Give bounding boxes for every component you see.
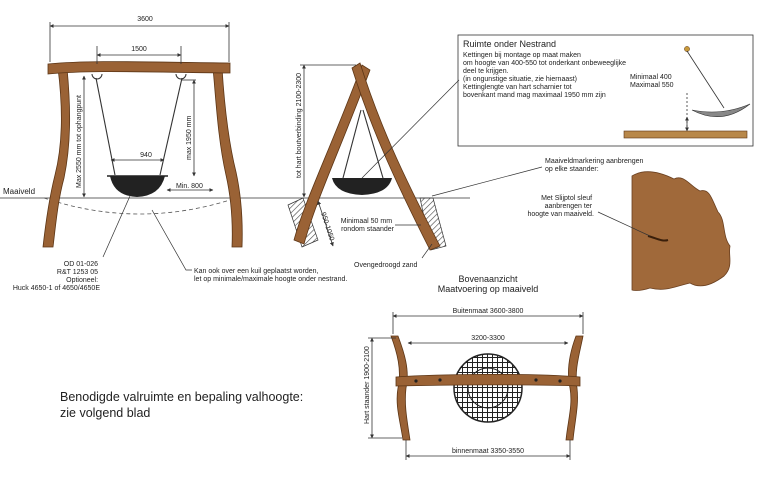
info-box: Ruimte onder Nestrand Kettingen bij mont… <box>361 34 754 179</box>
side-view: tot hart boutverbinding 2100-2300 950-10… <box>262 62 470 269</box>
fall-space-note: Benodigde valruimte en bepaling valhoogt… <box>60 390 307 420</box>
pivot-point <box>684 46 690 52</box>
ground-board <box>623 130 748 139</box>
dim-width-label: 3600 <box>137 16 153 23</box>
ground-marking-note: Maaiveldmarkering aanbrengen op elke sta… <box>545 158 645 173</box>
sand-label: Ovengedroogd zand <box>354 262 418 269</box>
left-post <box>42 67 71 248</box>
pit-arc <box>43 197 237 215</box>
slot-note: Met Slijptol sleuf aanbrengen ter hoogte… <box>527 195 594 218</box>
hook-left <box>91 73 103 80</box>
slot-groove <box>647 235 669 242</box>
side-post-right <box>351 62 441 251</box>
min-max-label: Minimaal 400 Maximaal 550 <box>630 74 674 89</box>
side-post-left <box>293 64 371 245</box>
dim-side-depth <box>317 200 334 247</box>
dim-hook-height-label: Max 2550 mm tot ophangpunt <box>76 95 83 188</box>
dim-post-center-label: Hart staander 1900-2100 <box>364 346 371 424</box>
nest-seat <box>110 176 165 197</box>
dim-chain-spacing-label: 1500 <box>131 46 147 53</box>
dim-outer-label: Buitenmaat 3600-3800 <box>453 308 524 315</box>
hook-right <box>175 73 187 80</box>
top-view-title: Bovenaanzicht <box>458 274 518 284</box>
dim-side-height-label: tot hart boutverbinding 2100-2300 <box>296 73 303 178</box>
chain-left <box>95 77 116 176</box>
top-seat <box>453 353 523 423</box>
tilted-seat <box>691 103 751 118</box>
top-beam <box>47 61 231 75</box>
top-view-subtitle: Maatvoering op maaiveld <box>438 284 539 294</box>
dim-side-depth-label: 950-1050 <box>319 211 335 241</box>
dim-seat-label: 940 <box>140 152 152 159</box>
top-post-right <box>565 335 584 441</box>
dim-max-seat-label: max 1950 mm <box>186 115 193 160</box>
front-view: Maaiveld 3600 1500 940 Max 2550 mm tot <box>0 16 347 292</box>
pit-leader <box>151 209 192 271</box>
info-box-title: Ruimte onder Nestrand <box>463 39 556 49</box>
top-view: Bovenaanzicht Maatvoering op maaiveld Bu… <box>364 274 584 460</box>
part-leader <box>102 195 131 258</box>
side-seat <box>332 178 392 195</box>
info-box-body: Kettingen bij montage op maat maken om h… <box>463 52 628 99</box>
pit-note: Kan ook over een kuil geplaatst worden, … <box>194 268 347 283</box>
right-post <box>212 67 243 248</box>
dim-inner-top-label: 3200-3300 <box>471 335 505 342</box>
dim-inner-bottom-label: binnenmaat 3350-3550 <box>452 448 524 455</box>
part-number: OD 01-026 R&T 1253 05 Optioneel: Huck 46… <box>13 261 101 292</box>
top-post-left <box>390 335 411 441</box>
info-leader <box>361 79 460 179</box>
min-gap-note: Minimaal 50 mm rondom staander <box>341 218 395 233</box>
ground-label: Maaiveld <box>3 187 35 196</box>
dim-min-clearance-label: Min. 800 <box>176 183 203 190</box>
wood-closeup <box>631 171 731 291</box>
top-beam-plan <box>395 373 581 387</box>
chain-right <box>159 77 183 176</box>
